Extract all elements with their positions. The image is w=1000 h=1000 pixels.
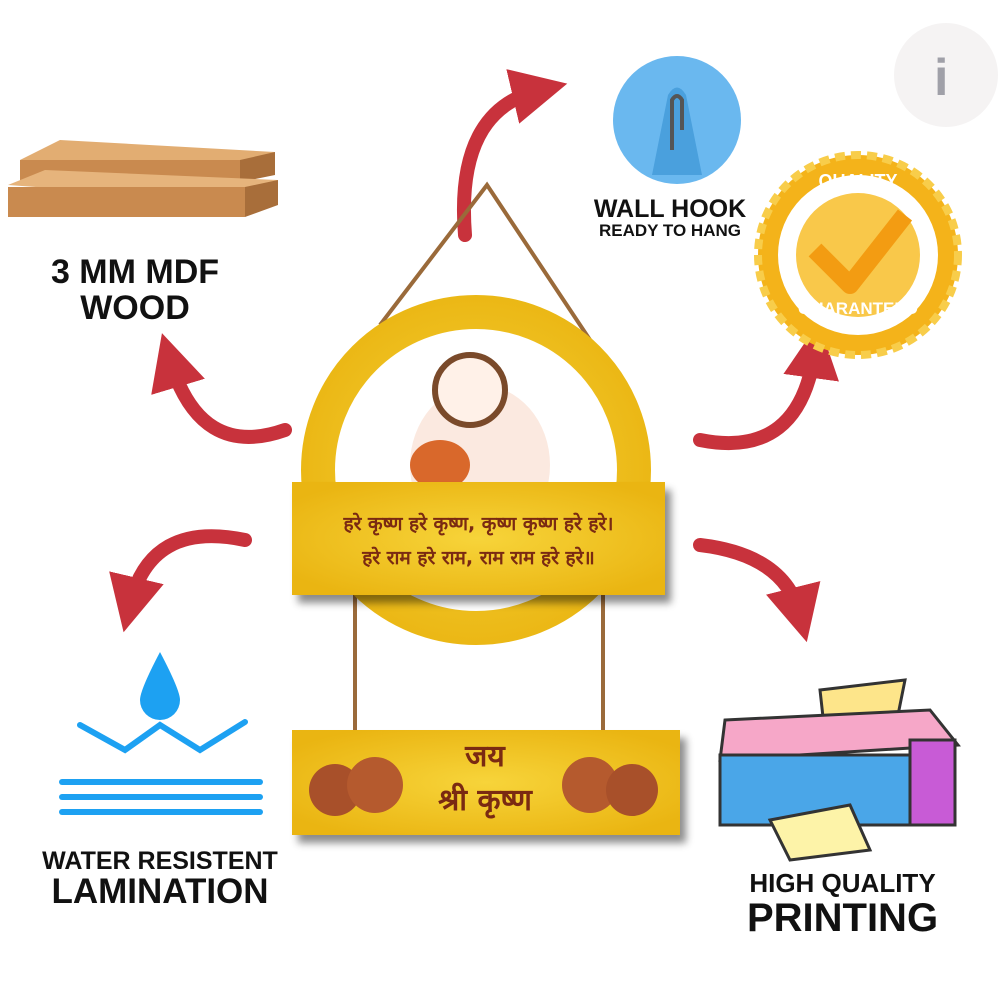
quality-text: QUALITY bbox=[818, 171, 898, 191]
plank-text: जय श्री कृष्ण bbox=[410, 735, 560, 823]
lamination-line1: WATER RESISTENT bbox=[42, 847, 278, 875]
arrow-to-quality bbox=[693, 322, 839, 451]
arrow-to-hook bbox=[457, 69, 568, 242]
mantra-text: हरे कृष्ण हरे कृष्ण, कृष्ण कृष्ण हरे हरे… bbox=[292, 507, 665, 575]
printing-line2: PRINTING bbox=[746, 896, 939, 941]
brand-logo: i bbox=[934, 49, 949, 107]
arrows bbox=[109, 69, 839, 643]
lamination-line2: LAMINATION bbox=[51, 872, 269, 912]
arrow-to-printing bbox=[693, 538, 821, 643]
guaranteed-text: GUARANTEED bbox=[798, 299, 918, 318]
arrow-to-wood bbox=[151, 333, 292, 444]
hook-label: WALL HOOK READY TO HANG bbox=[570, 196, 770, 240]
plank-line1: जय bbox=[465, 739, 505, 774]
hanging-string bbox=[353, 181, 612, 735]
hook-subtitle: READY TO HANG bbox=[598, 221, 741, 241]
mantra-line2: हरे राम हरे राम, राम राम हरे हरे॥ bbox=[362, 547, 595, 569]
wall-hook-icon bbox=[613, 56, 741, 184]
wood-label: 3 MM MDF WOOD bbox=[20, 253, 250, 327]
wood-planks-icon bbox=[8, 140, 278, 217]
wood-label-line2: WOOD bbox=[80, 288, 190, 327]
hook-title: WALL HOOK bbox=[593, 195, 747, 223]
printer-icon bbox=[718, 678, 961, 862]
mantra-banner bbox=[292, 482, 665, 595]
mantra-line1: हरे कृष्ण हरे कृष्ण, कृष्ण कृष्ण हरे हरे… bbox=[343, 513, 614, 535]
printing-line1: HIGH QUALITY bbox=[749, 868, 936, 898]
water-drop-icon bbox=[59, 652, 263, 815]
logo-circle bbox=[894, 23, 998, 127]
plank-line2: श्री कृष्ण bbox=[438, 783, 532, 818]
quality-badge-icon bbox=[754, 151, 962, 359]
wood-label-line1: 3 MM MDF bbox=[50, 253, 220, 291]
arrow-to-lamination bbox=[109, 529, 252, 633]
matki-pots-icon bbox=[309, 757, 658, 816]
printing-label: HIGH QUALITY PRINTING bbox=[720, 868, 965, 941]
lamination-label: WATER RESISTENT LAMINATION bbox=[20, 848, 300, 911]
